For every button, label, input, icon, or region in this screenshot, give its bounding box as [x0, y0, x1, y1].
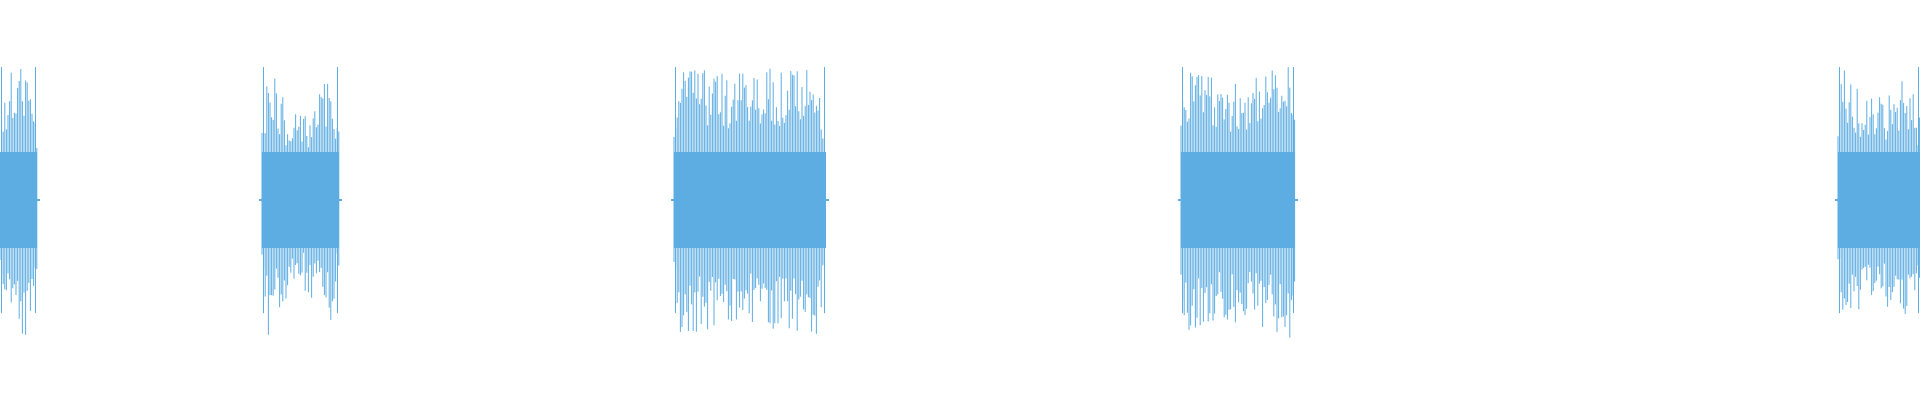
- waveform-burst-2: [259, 67, 342, 335]
- waveform-series: [0, 67, 1920, 338]
- waveform-burst-3: [671, 67, 829, 334]
- waveform-burst-1: [0, 67, 40, 335]
- waveform-burst-4: [1178, 67, 1298, 338]
- waveform-burst-5: [1835, 67, 1920, 314]
